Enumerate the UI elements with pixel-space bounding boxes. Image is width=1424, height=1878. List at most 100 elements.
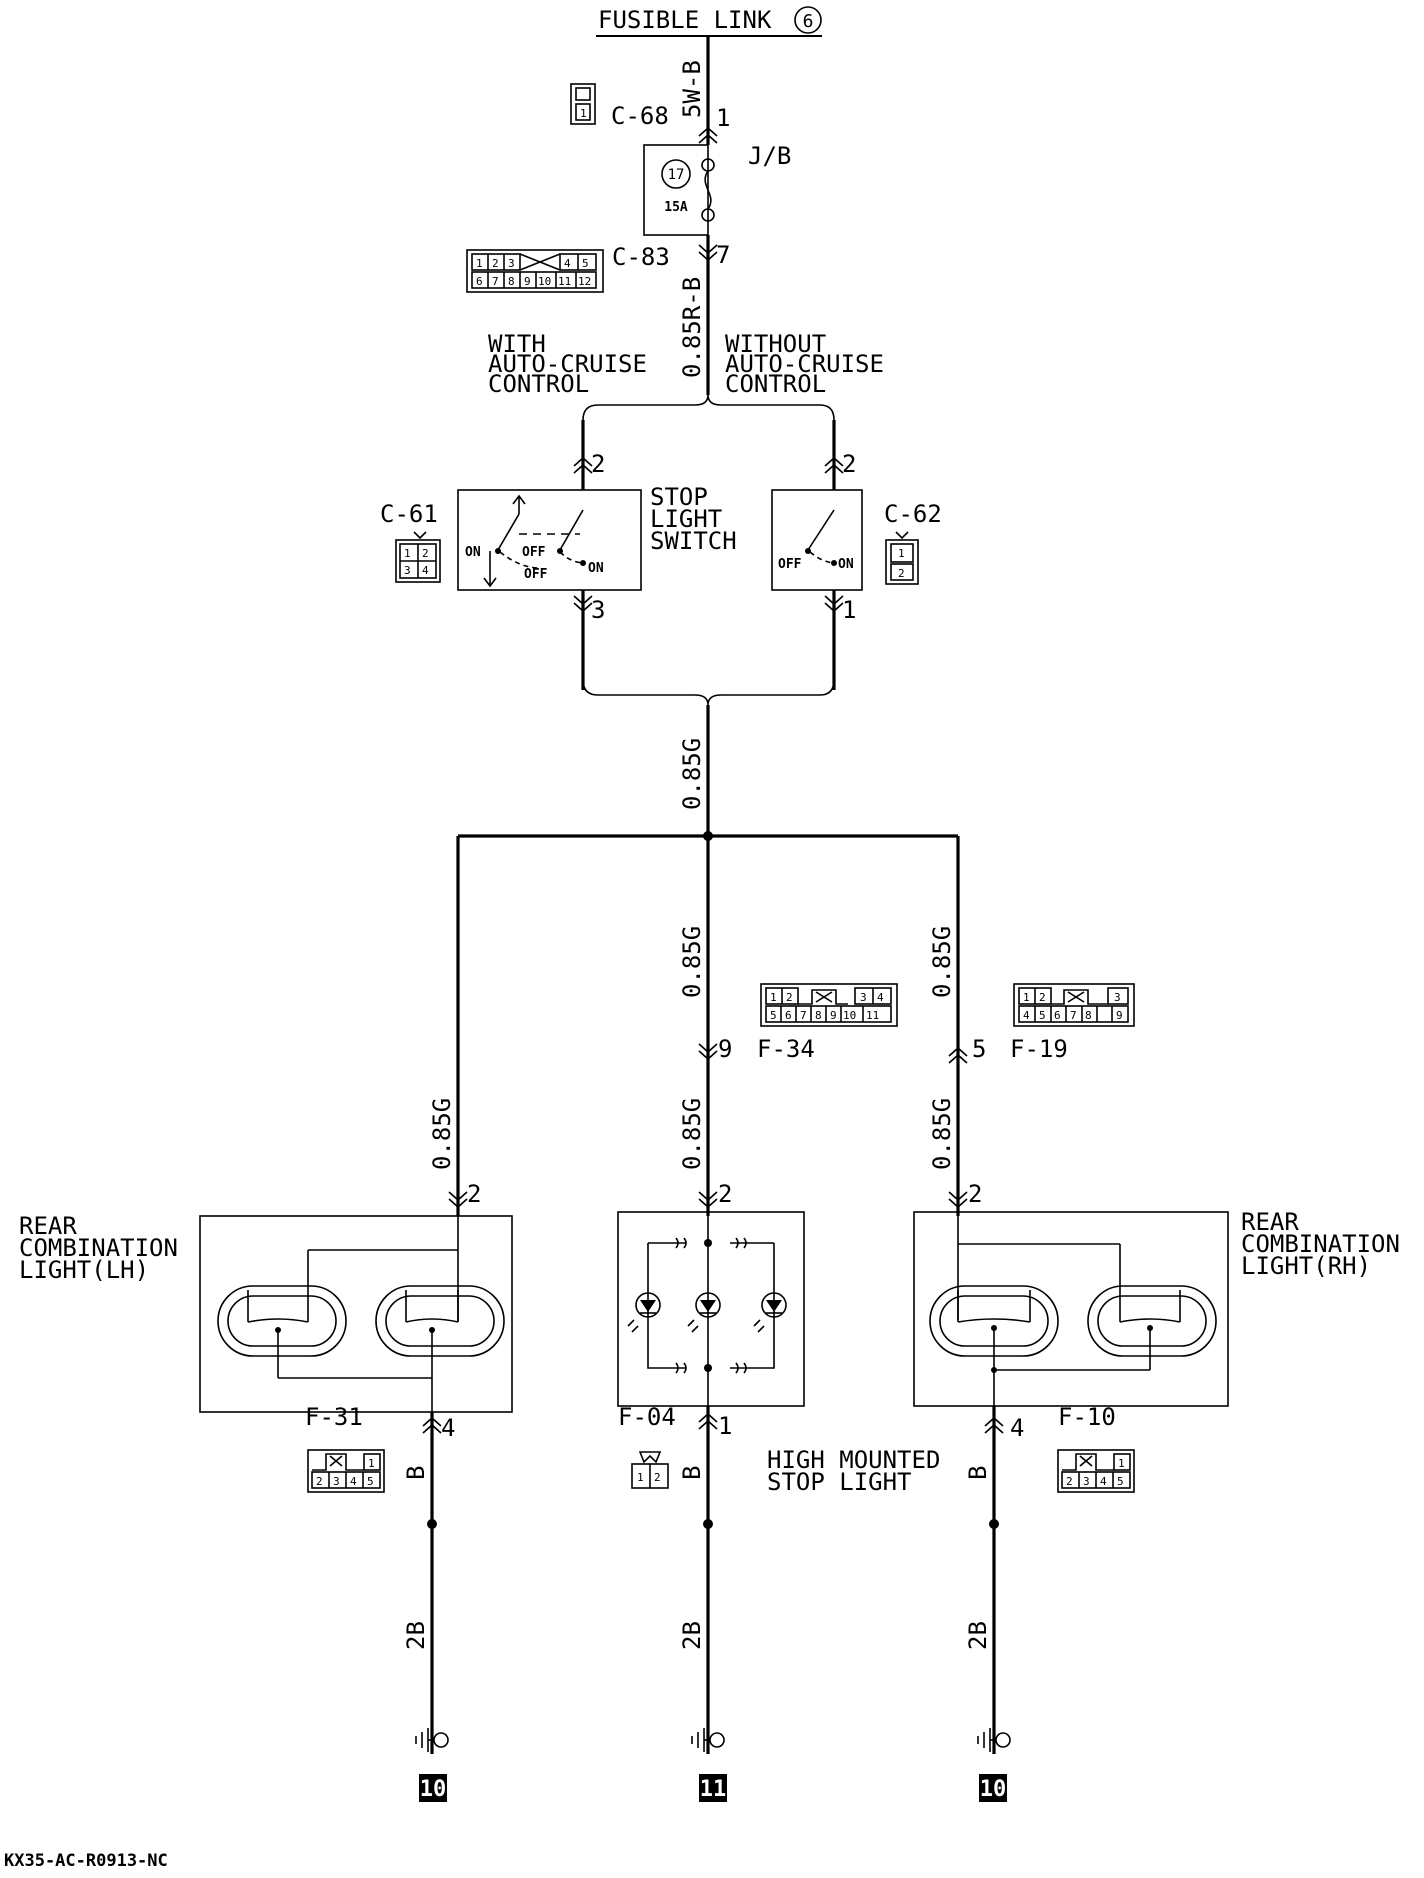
rh-pin-in: 2 — [968, 1180, 982, 1208]
svg-text:STOP LIGHT: STOP LIGHT — [767, 1468, 912, 1496]
fusible-link-number-circle — [794, 6, 822, 34]
svg-text:6: 6 — [476, 275, 483, 288]
variant-with-auto-cruise: WITH AUTO-CRUISE CONTROL — [488, 330, 647, 398]
svg-text:4: 4 — [1023, 1009, 1030, 1022]
svg-text:10: 10 — [843, 1009, 856, 1022]
svg-text:17: 17 — [668, 167, 685, 183]
wire-label-085g-rh-upper: 0.85G — [928, 926, 956, 998]
ground-symbol-center — [691, 1728, 725, 1752]
wire-label-2b-center: 2B — [678, 1621, 706, 1650]
f19-pin: 5 — [972, 1035, 986, 1063]
c61-pin-top: 2 — [591, 450, 605, 478]
svg-text:7: 7 — [1070, 1009, 1077, 1022]
svg-text:1: 1 — [898, 547, 905, 560]
f04-label: F-04 — [618, 1403, 676, 1431]
svg-text:5: 5 — [1039, 1009, 1046, 1022]
wire-label-b-center: B — [678, 1466, 706, 1480]
svg-text:AUTO-CRUISE: AUTO-CRUISE — [488, 350, 647, 378]
f31-connector-icon: 1 2 3 4 5 — [307, 1449, 385, 1493]
svg-text:REAR: REAR — [1241, 1208, 1299, 1236]
connector-arrow — [698, 126, 718, 144]
svg-text:1: 1 — [1118, 1457, 1125, 1470]
ground-symbol-rh — [977, 1728, 1011, 1752]
rear-combination-light-lh — [199, 1215, 513, 1413]
svg-text:9: 9 — [1116, 1009, 1123, 1022]
svg-text:OFF: OFF — [524, 567, 548, 582]
svg-text:1: 1 — [1023, 991, 1030, 1004]
svg-text:8: 8 — [815, 1009, 822, 1022]
svg-text:2: 2 — [492, 257, 499, 270]
svg-text:7: 7 — [800, 1009, 807, 1022]
svg-text:11: 11 — [866, 1009, 879, 1022]
svg-text:OFF: OFF — [778, 557, 802, 572]
svg-text:1: 1 — [637, 1471, 644, 1484]
wire-label-b-lh: B — [402, 1466, 430, 1480]
svg-text:6: 6 — [1054, 1009, 1061, 1022]
c83-label: C-83 — [612, 243, 670, 271]
connector-arrow — [698, 244, 718, 262]
svg-text:2: 2 — [898, 567, 905, 580]
svg-text:CONTROL: CONTROL — [725, 370, 826, 398]
svg-text:3: 3 — [860, 991, 867, 1004]
variant-brace-top — [582, 394, 835, 421]
center-pin-out: 1 — [718, 1412, 732, 1440]
wire-label-2b-lh: 2B — [402, 1621, 430, 1650]
svg-text:3: 3 — [404, 564, 411, 577]
splice-point — [703, 1519, 713, 1529]
svg-text:4: 4 — [1100, 1475, 1107, 1488]
wire-label-5w-b: 5W-B — [678, 60, 706, 118]
connector-arrow — [573, 595, 593, 613]
svg-text:6: 6 — [785, 1009, 792, 1022]
svg-text:ON: ON — [588, 561, 604, 576]
svg-text:HIGH MOUNTED: HIGH MOUNTED — [767, 1446, 940, 1474]
svg-text:REAR: REAR — [19, 1212, 77, 1240]
c62-label: C-62 — [884, 500, 942, 528]
svg-text:3: 3 — [508, 257, 515, 270]
svg-text:2: 2 — [316, 1475, 323, 1488]
wire-label-085g-main: 0.85G — [678, 738, 706, 810]
f10-connector-icon: 1 2 3 4 5 — [1057, 1449, 1135, 1493]
c61-label: C-61 — [380, 500, 438, 528]
c68-connector-icon: 1 — [570, 83, 596, 125]
c62-stop-light-switch: OFF ON — [771, 489, 863, 591]
ground-point-center — [699, 1774, 727, 1802]
c83-connector-icon: 1 2 3 4 5 6 7 8 9 10 11 12 — [466, 249, 604, 293]
fusible-link-number: 6 — [803, 11, 814, 32]
connector-arrow — [422, 1416, 442, 1434]
rear-combination-light-lh-label: REAR COMBINATION LIGHT(LH) — [19, 1212, 178, 1284]
svg-text:ON: ON — [465, 545, 481, 560]
high-mounted-stop-light — [617, 1211, 805, 1407]
svg-text:COMBINATION: COMBINATION — [19, 1234, 178, 1262]
f04-connector-icon: 1 2 — [631, 1451, 669, 1489]
connector-arrow — [573, 456, 593, 474]
svg-text:2: 2 — [1066, 1475, 1073, 1488]
svg-text:4: 4 — [877, 991, 884, 1004]
svg-text:LIGHT(LH): LIGHT(LH) — [19, 1256, 149, 1284]
c61-stop-light-switch: ON OFF OFF ON — [457, 489, 642, 591]
fusible-link-title: FUSIBLE LINK — [598, 6, 772, 34]
svg-text:1: 1 — [580, 107, 587, 120]
jb-label: J/B — [748, 142, 791, 170]
center-pin-in: 2 — [718, 1180, 732, 1208]
svg-text:7: 7 — [492, 275, 499, 288]
connector-arrow — [824, 595, 844, 613]
ground-symbol-lh — [415, 1728, 449, 1752]
svg-text:2: 2 — [422, 547, 429, 560]
variant-brace-bottom — [582, 679, 835, 706]
f34-connector-icon: 1 2 3 4 5 6 7 8 9 10 11 — [760, 983, 898, 1027]
c62-pin-bottom: 1 — [842, 596, 856, 624]
svg-text:1: 1 — [368, 1457, 375, 1470]
svg-text:8: 8 — [1085, 1009, 1092, 1022]
svg-text:8: 8 — [508, 275, 515, 288]
rear-combination-light-rh — [913, 1211, 1229, 1407]
svg-text:10: 10 — [538, 275, 551, 288]
wire-label-085g-lh: 0.85G — [428, 1098, 456, 1170]
splice-point — [427, 1519, 437, 1529]
svg-text:3: 3 — [1083, 1475, 1090, 1488]
svg-text:WITHOUT: WITHOUT — [725, 330, 826, 358]
connector-arrow — [698, 1191, 718, 1209]
lh-pin-in: 2 — [467, 1180, 481, 1208]
rh-pin-out: 4 — [1010, 1414, 1024, 1442]
lh-pin-out: 4 — [441, 1414, 455, 1442]
